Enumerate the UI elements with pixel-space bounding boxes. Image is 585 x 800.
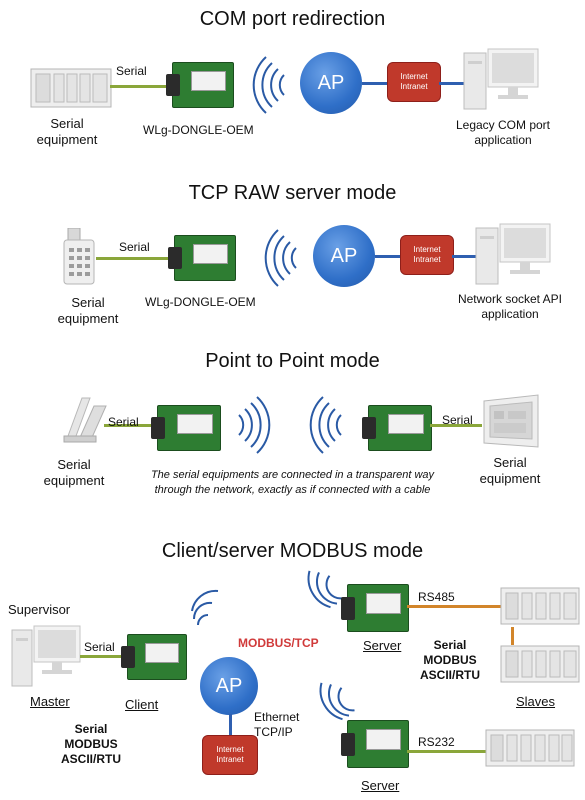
- wifi-waves-icon: [252, 56, 285, 114]
- network-cable: [375, 255, 401, 258]
- network-cable: [439, 82, 465, 85]
- rs232-label: RS232: [418, 735, 455, 749]
- serial-cable: [104, 424, 154, 427]
- network-cable: [229, 714, 232, 738]
- server-dongle-board-bottom: [341, 720, 409, 768]
- wlg-dongle-board: [168, 235, 236, 281]
- server-top-label: Server: [363, 638, 402, 653]
- serial-label: Serial: [84, 640, 115, 654]
- modbus-tcp-label: MODBUS/TCP: [238, 636, 319, 650]
- server-dongle-board-top: [341, 584, 409, 632]
- serial-cable: [430, 424, 482, 427]
- computer-icon: [475, 223, 551, 285]
- client-label: Client: [125, 697, 159, 712]
- master-label: Master: [30, 694, 70, 709]
- slave-plc-icon: [500, 645, 580, 683]
- wlg-dongle-board-left: [151, 405, 221, 451]
- serial-label: Serial: [116, 64, 147, 78]
- rs485-label: RS485: [418, 590, 455, 604]
- ap-node: AP: [313, 225, 375, 287]
- plc-equipment-icon: [485, 729, 575, 767]
- wlg-dongle-board-right: [362, 405, 432, 451]
- master-computer-icon: [11, 625, 81, 687]
- hmi-panel-icon: [483, 394, 539, 448]
- serial-cable: [80, 655, 126, 658]
- slave-plc-icon: [500, 587, 580, 625]
- rs485-cable: [511, 627, 514, 645]
- wifi-waves-icon: [191, 589, 219, 626]
- supervisor-label: Supervisor: [8, 602, 71, 617]
- slaves-label: Slaves: [516, 694, 556, 709]
- wifi-waves-icon: [307, 570, 343, 609]
- computer-icon: [463, 48, 539, 110]
- com-section-title: COM port redirection: [199, 8, 386, 30]
- ap-node: AP: [200, 657, 258, 715]
- serial-label-left: Serial: [108, 415, 139, 429]
- ap-node: AP: [300, 52, 362, 114]
- server-bottom-label: Server: [361, 778, 400, 793]
- wifi-waves-right-icon: [238, 396, 271, 454]
- network-cable: [452, 255, 478, 258]
- network-cable: [362, 82, 388, 85]
- wifi-waves-icon: [264, 229, 297, 287]
- handheld-terminal-icon: [63, 228, 95, 285]
- plc-equipment-icon: [30, 68, 112, 108]
- wifi-waves-left-icon: [309, 396, 342, 454]
- rs232-cable: [407, 750, 487, 753]
- serial-label-right: Serial: [442, 413, 473, 427]
- dongle-label: WLg-DONGLE-OEM: [145, 295, 256, 309]
- dongle-label: WLg-DONGLE-OEM: [143, 123, 254, 137]
- modbus-section-title: Client/server MODBUS mode: [161, 540, 424, 562]
- serial-cable: [96, 257, 171, 260]
- rs485-cable: [407, 605, 503, 608]
- p2p-section-title: Point to Point mode: [205, 350, 380, 372]
- industrial-device-icon: [63, 397, 107, 443]
- p2p-note: The serial equipments are connected in a…: [150, 469, 435, 496]
- tcp-section-title: TCP RAW server mode: [188, 182, 397, 204]
- serial-cable: [110, 85, 170, 88]
- wifi-waves-icon: [319, 682, 355, 721]
- client-dongle-board: [121, 634, 187, 680]
- wlg-dongle-board: [166, 62, 234, 108]
- serial-label: Serial: [119, 240, 150, 254]
